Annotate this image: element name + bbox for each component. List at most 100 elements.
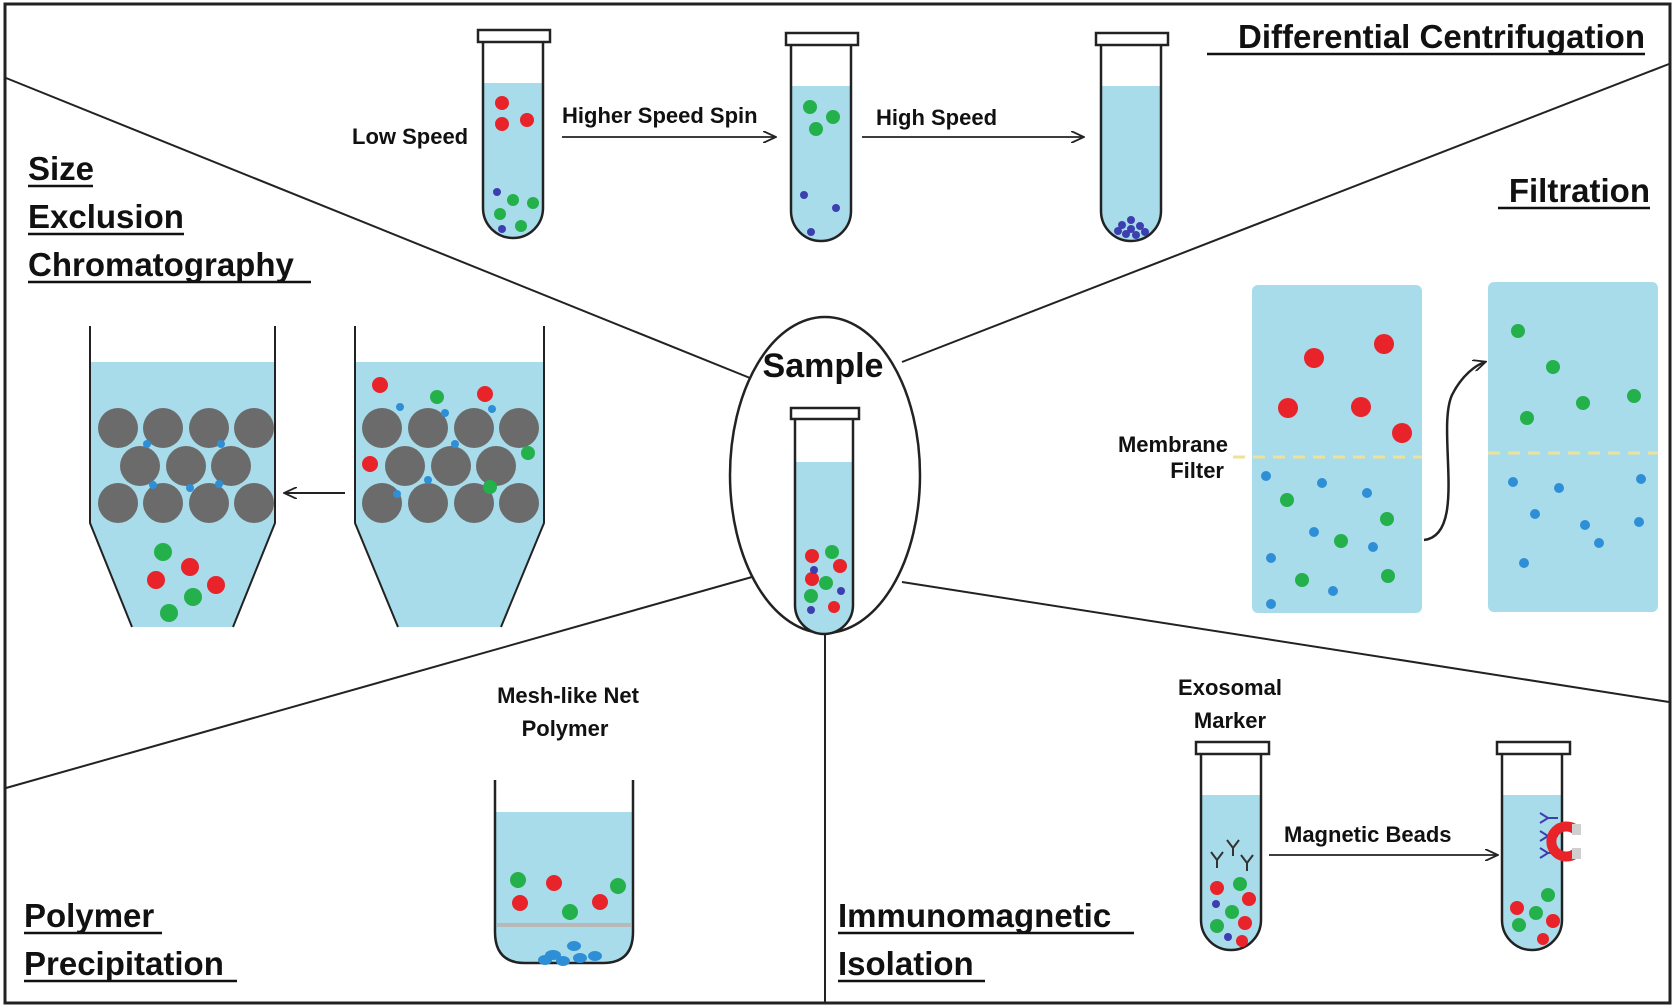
particle-blue bbox=[1328, 586, 1338, 596]
particle-dark bbox=[1136, 222, 1144, 230]
particle-green bbox=[804, 589, 818, 603]
label-magnetic-beads: Magnetic Beads bbox=[1284, 822, 1452, 847]
particle-red bbox=[181, 558, 199, 576]
particle-blue bbox=[424, 476, 432, 484]
particle-green bbox=[510, 872, 526, 888]
particle-dark bbox=[498, 225, 506, 233]
particle-red bbox=[520, 113, 534, 127]
label-high-speed: High Speed bbox=[876, 105, 997, 130]
title-immuno-line2: Isolation bbox=[838, 945, 974, 982]
particle-red bbox=[495, 117, 509, 131]
particle-green bbox=[826, 110, 840, 124]
particle-red bbox=[1210, 881, 1224, 895]
particle-green bbox=[803, 100, 817, 114]
particle-green bbox=[1225, 905, 1239, 919]
particle-green bbox=[507, 194, 519, 206]
particle-green bbox=[521, 446, 535, 460]
sample-label: Sample bbox=[763, 347, 884, 385]
label-higher-speed-spin: Higher Speed Spin bbox=[562, 103, 758, 128]
centrifugation-group: Low Speed Higher Speed Spin High Speed bbox=[352, 28, 1170, 243]
particle-green bbox=[1334, 534, 1348, 548]
particle-green bbox=[1576, 396, 1590, 410]
antibodies bbox=[1210, 839, 1254, 871]
immuno-tube-2 bbox=[1495, 740, 1572, 952]
title-filtration: Filtration bbox=[1509, 172, 1650, 209]
particle-dark bbox=[1212, 900, 1220, 908]
filter-chamber-right bbox=[1488, 282, 1658, 612]
particle-green bbox=[527, 197, 539, 209]
particle-blue bbox=[1519, 558, 1529, 568]
particle-dark bbox=[1132, 231, 1140, 239]
particle-green bbox=[819, 576, 833, 590]
particle-red bbox=[147, 571, 165, 589]
particle-green bbox=[515, 220, 527, 232]
title-sec-line3: Chromatography bbox=[28, 246, 295, 283]
particle-red bbox=[1236, 935, 1248, 947]
precipitation-group: Mesh-like Net Polymer bbox=[493, 683, 640, 966]
particle-green bbox=[1381, 569, 1395, 583]
particle-blue bbox=[1266, 599, 1276, 609]
particle-red bbox=[1392, 423, 1412, 443]
outer-frame bbox=[3, 2, 1672, 1005]
particle-green bbox=[483, 480, 497, 494]
particle-blue bbox=[1368, 542, 1378, 552]
particle-blue bbox=[217, 440, 225, 448]
particle-green bbox=[809, 122, 823, 136]
title-polymer-line2: Precipitation bbox=[24, 945, 224, 982]
particle-blue bbox=[1309, 527, 1319, 537]
sec-column-right bbox=[354, 326, 545, 628]
particle-dark bbox=[837, 587, 845, 595]
sec-group bbox=[89, 326, 545, 628]
magnet-icon bbox=[1546, 821, 1581, 862]
particle-dark bbox=[800, 191, 808, 199]
particle-green bbox=[430, 390, 444, 404]
particle-green bbox=[184, 588, 202, 606]
particle-green bbox=[160, 604, 178, 622]
particle-blue bbox=[1508, 477, 1518, 487]
particle-red bbox=[1238, 916, 1252, 930]
particle-blue bbox=[1261, 471, 1271, 481]
title-differential-centrifugation: Differential Centrifugation bbox=[1238, 18, 1645, 55]
particle-red bbox=[1546, 914, 1560, 928]
immuno-group: Exosomal Marker Magnetic Beads bbox=[1178, 675, 1581, 952]
particle-green bbox=[1627, 389, 1641, 403]
particle-blue bbox=[1362, 488, 1372, 498]
particle-dark bbox=[1118, 221, 1126, 229]
centrifuge-tube-1 bbox=[476, 28, 552, 240]
particle-blue bbox=[1636, 474, 1646, 484]
particle-red bbox=[833, 559, 847, 573]
particle-green bbox=[1210, 919, 1224, 933]
particle-blue bbox=[1594, 538, 1604, 548]
label-mesh-line1: Mesh-like Net bbox=[497, 683, 639, 708]
sample-group: Sample bbox=[728, 315, 922, 636]
title-immuno-line1: Immunomagnetic bbox=[838, 897, 1111, 934]
particle-green bbox=[1280, 493, 1294, 507]
label-marker-line2: Marker bbox=[1194, 708, 1267, 733]
particle-red bbox=[1351, 397, 1371, 417]
particle-red bbox=[372, 377, 388, 393]
filter-chamber-left bbox=[1252, 285, 1422, 613]
particle-dark bbox=[1114, 227, 1122, 235]
centrifuge-tube-3 bbox=[1094, 31, 1170, 243]
particle-blue bbox=[396, 403, 404, 411]
particle-red bbox=[546, 875, 562, 891]
gray-beads bbox=[362, 408, 539, 523]
particle-red bbox=[1537, 933, 1549, 945]
divider-top-right bbox=[901, 63, 1670, 363]
particle-dark bbox=[493, 188, 501, 196]
particle-red bbox=[805, 572, 819, 586]
particle-green bbox=[1546, 360, 1560, 374]
particle-blue bbox=[393, 490, 401, 498]
particle-dark bbox=[807, 606, 815, 614]
particle-red bbox=[1304, 348, 1324, 368]
title-polymer-line1: Polymer bbox=[24, 897, 154, 934]
particle-blue bbox=[215, 480, 223, 488]
particle-red bbox=[1242, 892, 1256, 906]
particle-blue bbox=[1554, 483, 1564, 493]
particle-green bbox=[1529, 906, 1543, 920]
particle-green bbox=[1380, 512, 1394, 526]
particle-dark bbox=[832, 204, 840, 212]
particle-blue bbox=[149, 481, 157, 489]
divider-bottom-right bbox=[901, 581, 1670, 703]
particle-red bbox=[592, 894, 608, 910]
